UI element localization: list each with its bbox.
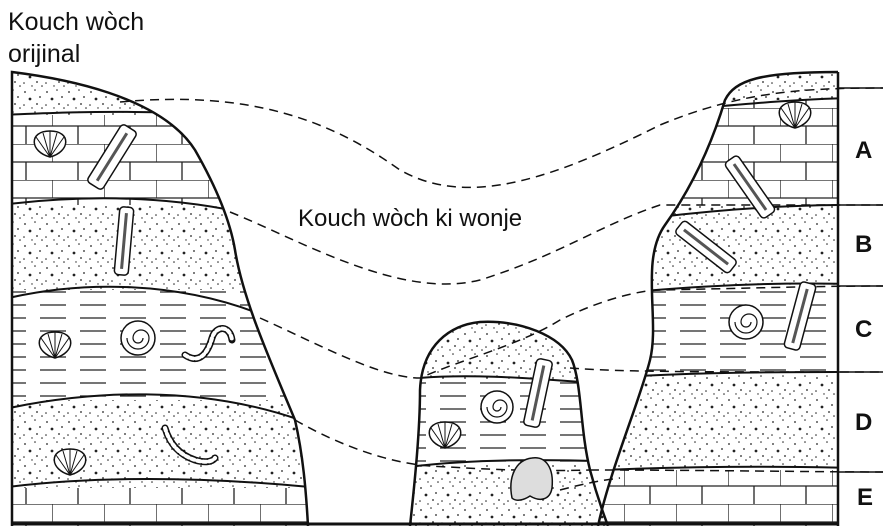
layer-label-c: C: [855, 316, 872, 343]
layer-label-d: D: [855, 409, 872, 436]
layer-label-b: B: [855, 231, 872, 258]
layer-label-a: A: [855, 137, 872, 164]
layer-label-e: E: [857, 484, 873, 511]
ammonite-fossil-icon: [729, 305, 763, 339]
middle-outcrop: [400, 310, 620, 526]
ammonite-fossil-icon: [481, 391, 513, 423]
eroded-layers-label: Kouch wòch ki wonje: [298, 205, 522, 232]
title-line-2: orijinal: [8, 40, 80, 68]
ammonite-fossil-icon: [121, 321, 155, 355]
left-outcrop: [0, 60, 320, 526]
title-line-1: Kouch wòch: [8, 8, 144, 36]
